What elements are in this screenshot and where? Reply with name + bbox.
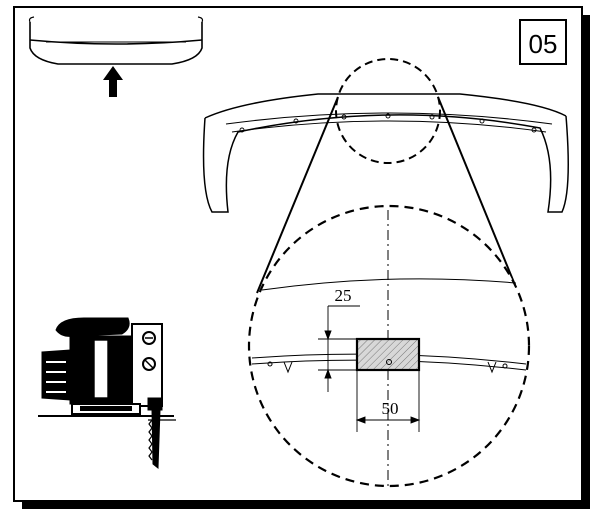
step-number-box: 05 [519,19,567,65]
arrow-up-icon [103,66,123,97]
width-dimension-label: 50 [382,399,399,418]
cut-out-area [355,337,421,372]
jigsaw-icon [38,317,176,470]
detail-highlight-circle [335,58,441,164]
step-number: 05 [529,29,558,59]
zoom-leader-lines [256,96,516,294]
width-dimension [355,370,421,432]
height-dimension [318,305,360,392]
bumper-rear-view [202,93,569,213]
magnified-detail: 25 50 [247,204,531,488]
height-dimension-label: 25 [335,286,352,305]
bumper-front-view-icon [28,16,204,65]
